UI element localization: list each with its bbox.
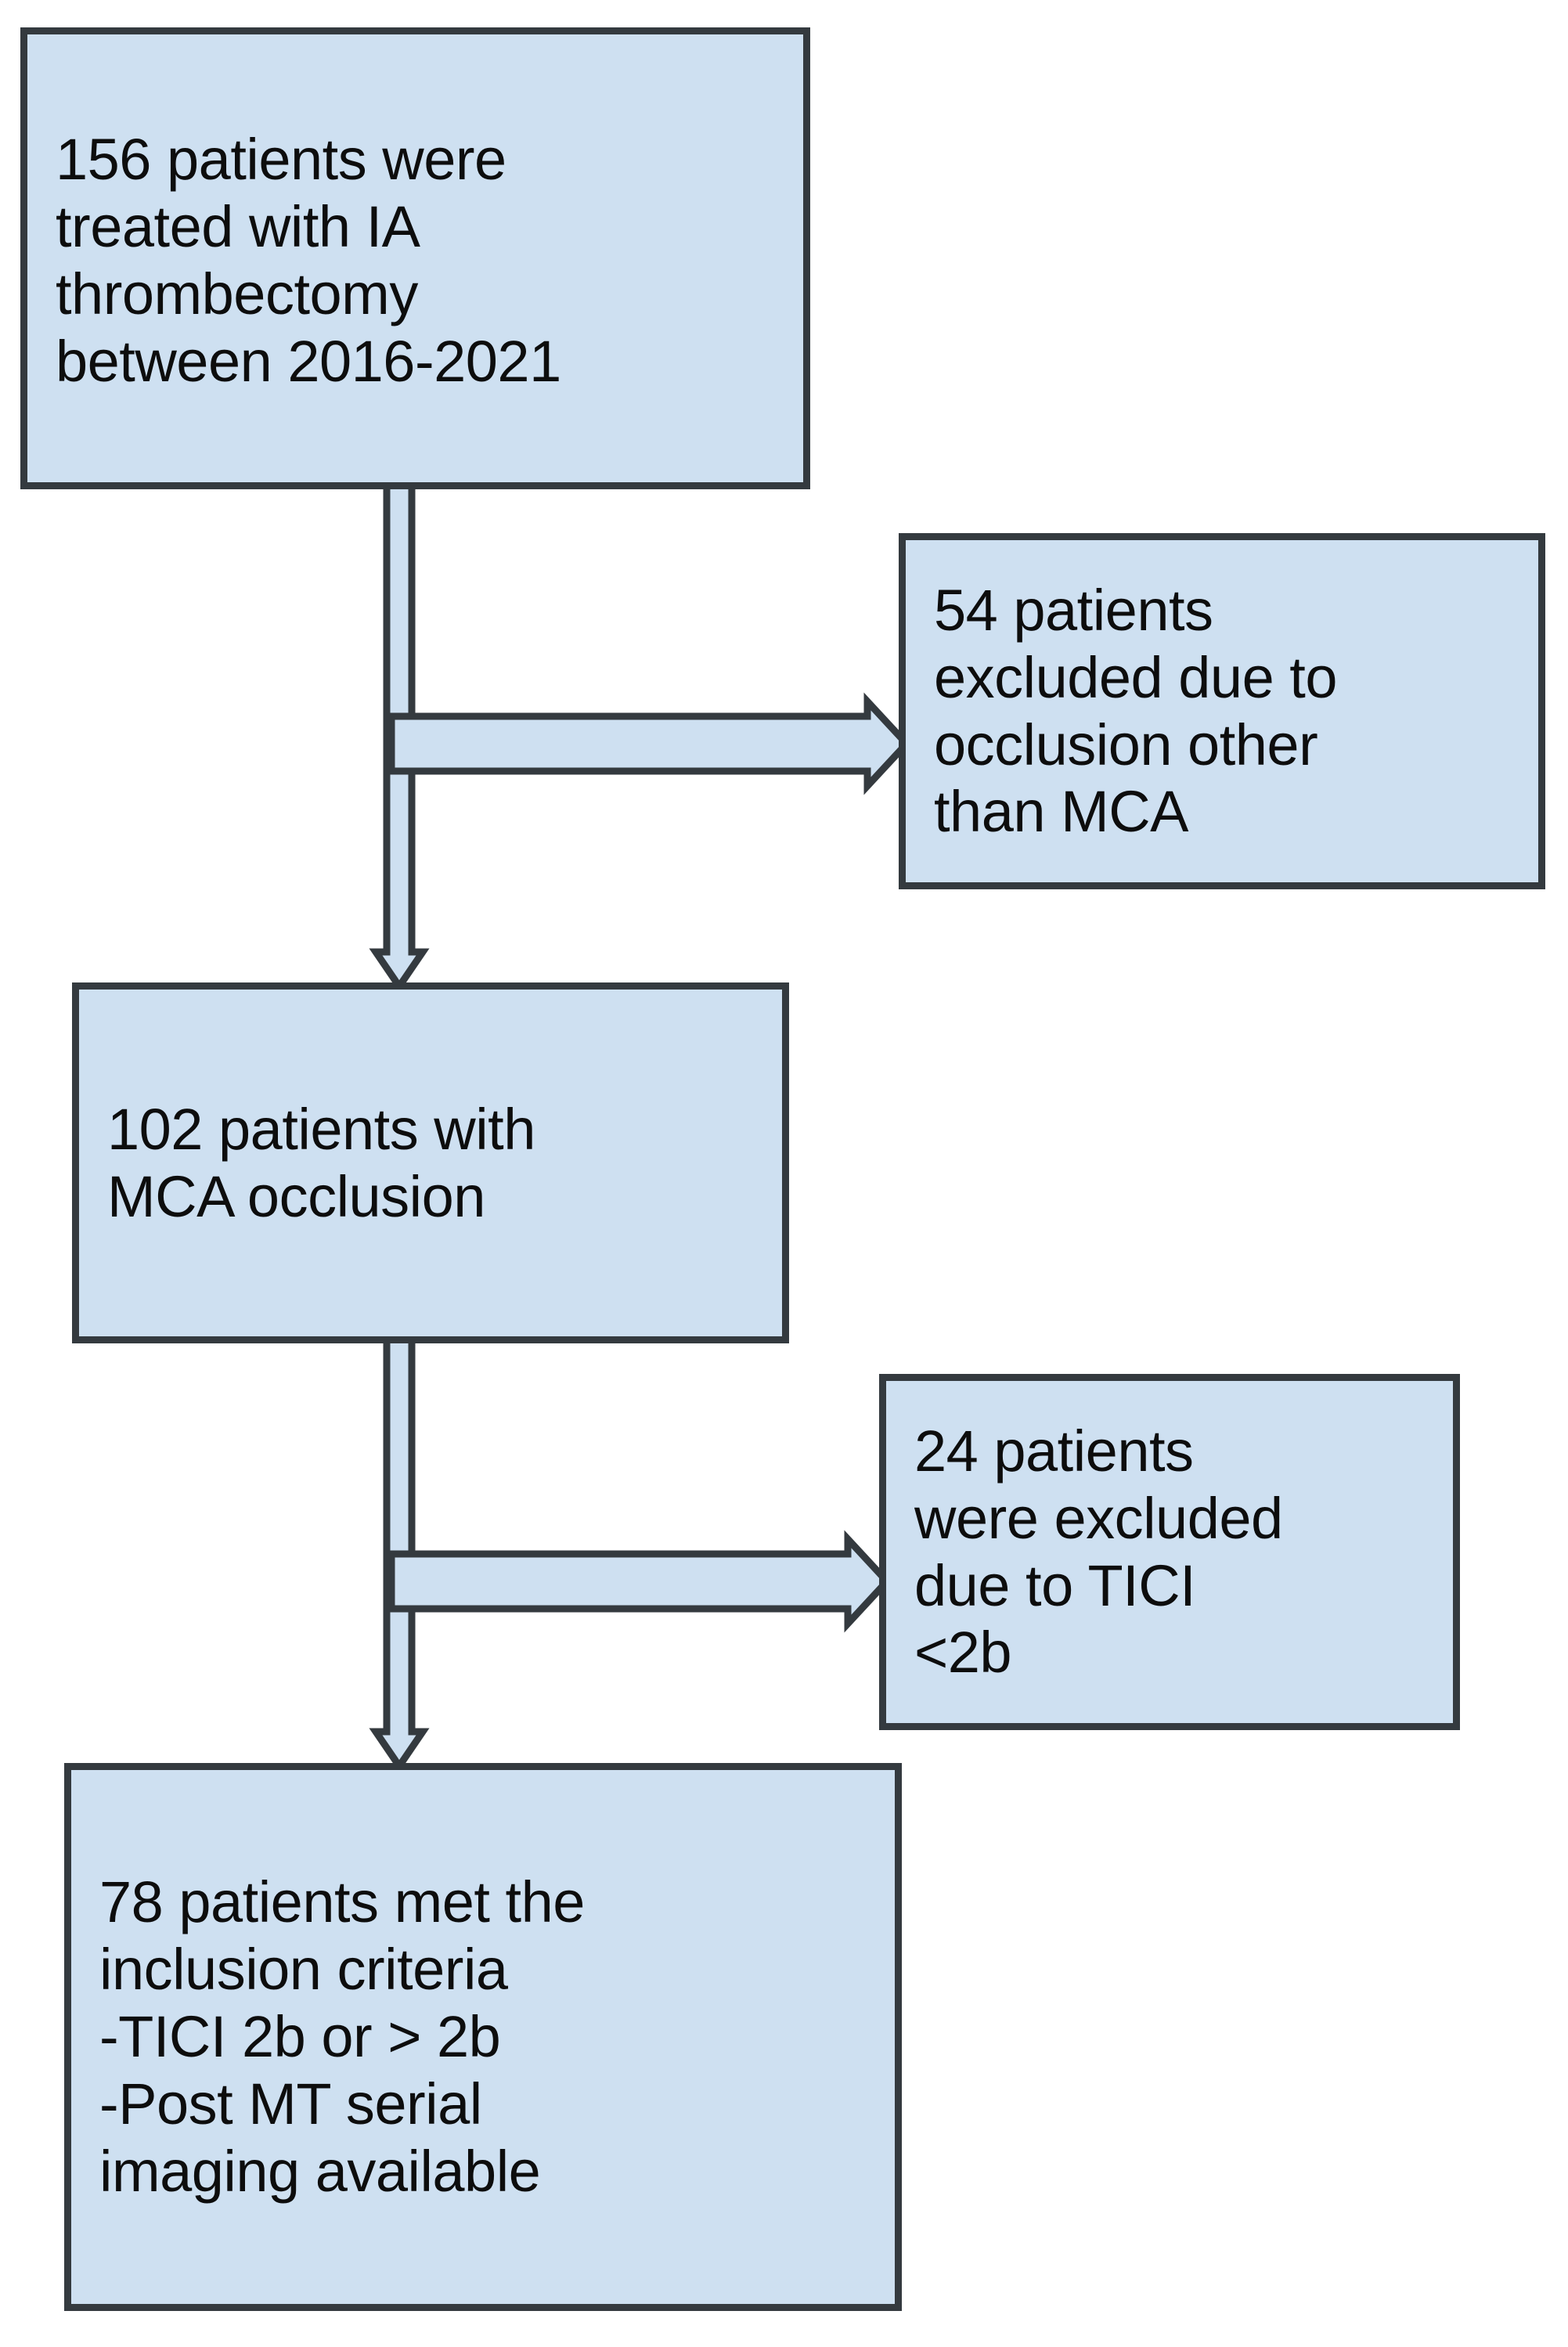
node-excluded-non-mca[interactable]: 54 patients excluded due to occlusion ot…	[899, 533, 1545, 889]
edge-screened-to-excluded-1	[387, 689, 912, 799]
node-excluded-non-mca-text: 54 patients excluded due to occlusion ot…	[934, 577, 1338, 845]
arrow-shape-right	[387, 692, 912, 795]
node-mca-occlusion[interactable]: 102 patients with MCA occlusion	[72, 982, 789, 1343]
node-included-patients-text: 78 patients met the inclusion criteria -…	[99, 1869, 585, 2204]
edge-mca-to-excluded-2	[387, 1527, 892, 1636]
node-screened-text: 156 patients were treated with IA thromb…	[56, 127, 561, 394]
node-excluded-tici[interactable]: 24 patients were excluded due to TICI <2…	[879, 1374, 1460, 1730]
node-excluded-tici-text: 24 patients were excluded due to TICI <2…	[914, 1418, 1283, 1685]
node-included-patients[interactable]: 78 patients met the inclusion criteria -…	[64, 1763, 902, 2311]
arrow-shape-right	[387, 1530, 892, 1633]
node-mca-occlusion-text: 102 patients with MCA occlusion	[107, 1096, 535, 1229]
node-screened-patients[interactable]: 156 patients were treated with IA thromb…	[20, 27, 810, 489]
